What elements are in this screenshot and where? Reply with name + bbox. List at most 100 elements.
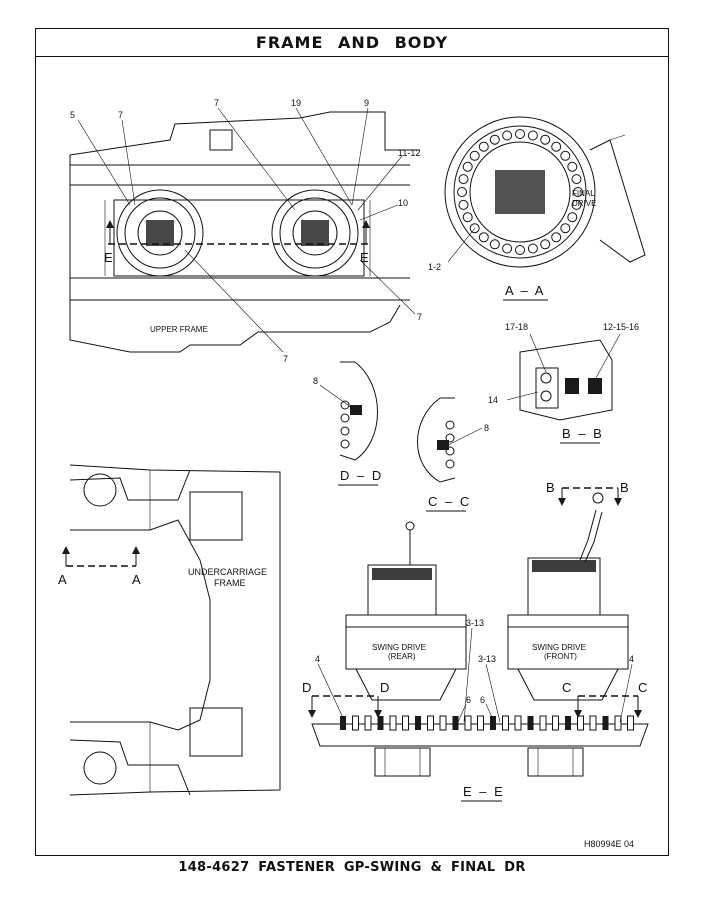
bolt-hole xyxy=(458,174,469,185)
marker-a-left: A xyxy=(58,572,67,587)
section-a-a-view: FINAL DRIVE 1-2 A – A xyxy=(428,116,646,301)
final-drive-label-1: FINAL xyxy=(572,189,595,198)
marker-d-left: D xyxy=(302,680,311,695)
section-d-d-view: 8 D – D xyxy=(313,361,383,486)
bolt xyxy=(402,715,409,731)
page-title: FRAME AND BODY xyxy=(255,33,449,52)
bolt-hole xyxy=(551,232,562,243)
drawing-id: H80994E 04 xyxy=(584,839,634,849)
swing-drive-rear-label-1: SWING DRIVE xyxy=(372,643,426,652)
marker-c-right: C xyxy=(638,680,647,695)
callout-17-18: 17-18 xyxy=(505,322,528,332)
callout-8-c: 8 xyxy=(484,423,489,433)
section-label-e-e: E – E xyxy=(463,784,505,799)
bolt-hole xyxy=(469,150,480,161)
marker-d-right: D xyxy=(380,680,389,695)
bolt-hole xyxy=(560,150,571,161)
bolt xyxy=(589,715,597,731)
swing-drive-rear-label-2: (REAR) xyxy=(388,652,416,661)
swing-motor-rear xyxy=(116,189,204,277)
bolt xyxy=(439,715,447,731)
drawing-frame: FRAME AND BODY xyxy=(35,28,669,856)
callout-6-rear: 6 xyxy=(466,695,471,705)
callout-9: 9 xyxy=(364,98,369,108)
bolt xyxy=(539,715,547,731)
bolt xyxy=(602,716,609,730)
undercarriage-label-1: UNDERCARRIAGE xyxy=(188,567,267,577)
marker-e-left: E xyxy=(104,250,113,265)
upper-frame-label: UPPER FRAME xyxy=(150,325,208,334)
callout-11-12: 11-12 xyxy=(398,148,420,158)
section-label-c-c: C – C xyxy=(428,494,471,509)
bolt-ring xyxy=(457,129,583,255)
bolt xyxy=(577,715,584,731)
bolt xyxy=(490,716,496,730)
bolt xyxy=(427,715,434,731)
marker-c-left: C xyxy=(562,680,571,695)
undercarriage-frame-view: A A UNDERCARRIAGE FRAME xyxy=(58,464,281,796)
bolt-hole xyxy=(489,239,500,250)
bolt-row xyxy=(340,715,634,731)
bolt xyxy=(514,715,522,731)
bolt-hole xyxy=(551,141,562,152)
callout-3-13-front: 3-13 xyxy=(478,654,496,664)
bolt-hole xyxy=(567,161,578,172)
bolt-hole xyxy=(515,129,525,139)
swing-motor-front xyxy=(271,189,359,277)
callout-7-b: 7 xyxy=(214,98,219,108)
callout-1-2: 1-2 xyxy=(428,262,441,272)
marker-a-right: A xyxy=(132,572,141,587)
bolt-hole xyxy=(527,130,538,141)
bolt-hole xyxy=(478,232,489,243)
bolt xyxy=(527,716,534,730)
callout-7-c: 7 xyxy=(417,312,422,322)
bolt-hole xyxy=(571,199,582,210)
section-e-e-view: SWING DRIVE (REAR) SWING DRIVE (FRONT) xyxy=(302,480,649,802)
marker-e-right: E xyxy=(360,250,369,265)
bolt xyxy=(627,715,634,731)
bolt-hole xyxy=(527,243,538,254)
bolt xyxy=(389,715,397,731)
section-label-a-a: A – A xyxy=(505,283,545,298)
swing-drive-front-label-2: (FRONT) xyxy=(544,652,577,661)
callout-12-15-16: 12-15-16 xyxy=(603,322,639,332)
marker-b-left: B xyxy=(546,480,555,495)
callout-6-front: 6 xyxy=(480,695,485,705)
bolt xyxy=(452,716,459,730)
bolt xyxy=(415,716,421,730)
bolt-hole xyxy=(462,161,473,172)
bolt-hole xyxy=(515,245,525,255)
section-label-d-d: D – D xyxy=(340,468,383,483)
bolt-hole xyxy=(502,243,513,254)
callout-10: 10 xyxy=(398,198,408,208)
bolt-hole xyxy=(560,223,571,234)
bolt xyxy=(340,716,346,730)
section-b-b-view: 17-18 12-15-16 14 B – B xyxy=(488,322,639,444)
callout-4-front: 4 xyxy=(629,654,634,664)
callout-3-13-rear: 3-13 xyxy=(466,618,484,628)
bolt xyxy=(464,715,472,731)
bolt xyxy=(377,716,384,730)
bolt-hole xyxy=(502,130,513,141)
bolt-hole xyxy=(567,212,578,223)
bolt-hole xyxy=(540,239,551,250)
callout-7-d: 7 xyxy=(283,354,288,364)
upper-frame-view: E E UPPER FRAME 5 7 7 19 9 11-12 10 7 7 xyxy=(69,98,422,364)
bolt-hole xyxy=(458,199,469,210)
section-c-c-view: 8 C – C xyxy=(417,397,489,512)
final-drive-label-2: DRIVE xyxy=(572,199,596,208)
bolt-hole xyxy=(457,187,467,197)
section-label-b-b: B – B xyxy=(562,426,604,441)
swing-drive-front-label-1: SWING DRIVE xyxy=(532,643,586,652)
bolt-hole xyxy=(573,187,583,197)
swing-drive-rear: SWING DRIVE (REAR) xyxy=(345,521,467,777)
bolt xyxy=(364,715,372,731)
callout-7-a: 7 xyxy=(118,110,123,120)
bolt-hole xyxy=(462,212,473,223)
callout-14: 14 xyxy=(488,395,498,405)
swing-drive-front: SWING DRIVE (FRONT) xyxy=(507,492,629,777)
bolt-hole xyxy=(540,134,551,145)
bolt-hole xyxy=(489,134,500,145)
bolt xyxy=(352,715,359,731)
footer-caption: 148-4627 FASTENER GP-SWING & FINAL DR xyxy=(178,860,526,875)
